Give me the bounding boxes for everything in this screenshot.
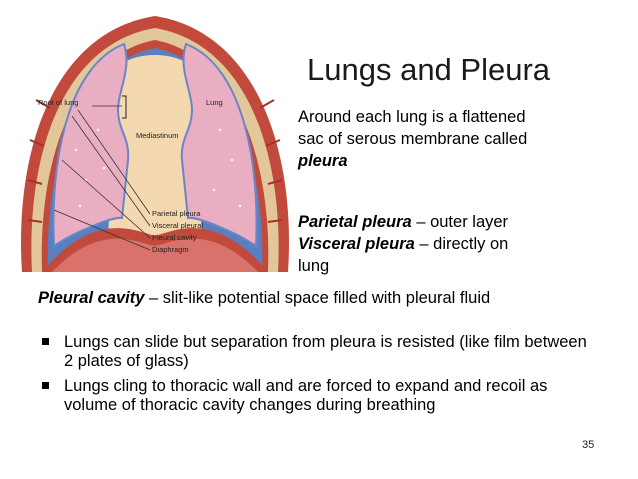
leader-lines xyxy=(53,105,151,251)
right-lung xyxy=(180,42,258,248)
label-diaphragm: Diaphragm xyxy=(152,245,189,254)
lungs-diagram: Root of lung Lung Mediastinum Parietal p… xyxy=(14,10,296,282)
bullet-text: Lungs can slide but separation from pleu… xyxy=(64,333,587,370)
label-root-of-lung: Root of lung xyxy=(38,98,78,107)
intro-line-1: Around each lung is a flattened xyxy=(298,108,526,126)
bullet-item: Lungs can slide but separation from pleu… xyxy=(38,333,598,371)
parietal-term: Parietal pleura xyxy=(298,213,412,231)
diaphragm-inner xyxy=(52,238,258,272)
bullet-square-icon xyxy=(42,382,49,389)
intro-text: Around each lung is a flattened sac of s… xyxy=(298,106,618,172)
visceral-term: Visceral pleura xyxy=(298,235,415,253)
label-lung: Lung xyxy=(206,98,223,107)
visceral-desc: – directly on xyxy=(414,235,509,253)
label-parietal-pleura: Parietal pleura xyxy=(152,209,201,218)
rib-lines xyxy=(27,99,283,223)
label-pleural-cavity: Pleural cavity xyxy=(152,233,197,242)
cavity-term: Pleural cavity xyxy=(38,289,145,307)
visceral-desc-cont: lung xyxy=(298,257,330,275)
root-bracket xyxy=(122,95,127,119)
label-visceral-pleural: Visceral pleural xyxy=(152,221,203,230)
lungs-illustration: Root of lung Lung Mediastinum Parietal p… xyxy=(21,16,289,272)
intro-term-pleura: pleura xyxy=(298,152,348,170)
parietal-desc: – outer layer xyxy=(411,213,509,231)
visceral-definition: Visceral pleura – directly on xyxy=(298,233,618,255)
left-lung xyxy=(52,42,130,248)
bullet-item: Lungs cling to thoracic wall and are for… xyxy=(38,377,598,415)
intro-line-2: sac of serous membrane called xyxy=(298,130,528,148)
lung-speckles xyxy=(74,128,242,208)
page-number: 35 xyxy=(582,439,595,451)
bullet-square-icon xyxy=(42,338,49,345)
mediastinum xyxy=(108,55,202,272)
label-mediastinum: Mediastinum xyxy=(136,131,179,140)
cavity-desc: – slit-like potential space filled with … xyxy=(144,289,491,307)
bullet-list: Lungs can slide but separation from pleu… xyxy=(38,333,598,421)
parietal-definition: Parietal pleura – outer layer xyxy=(298,211,618,233)
pleura-definitions: Parietal pleura – outer layer Visceral p… xyxy=(298,211,618,277)
bullet-text: Lungs cling to thoracic wall and are for… xyxy=(64,377,548,414)
slide-title: Lungs and Pleura xyxy=(307,52,551,87)
pleural-cavity-definition: Pleural cavity – slit-like potential spa… xyxy=(38,289,608,308)
